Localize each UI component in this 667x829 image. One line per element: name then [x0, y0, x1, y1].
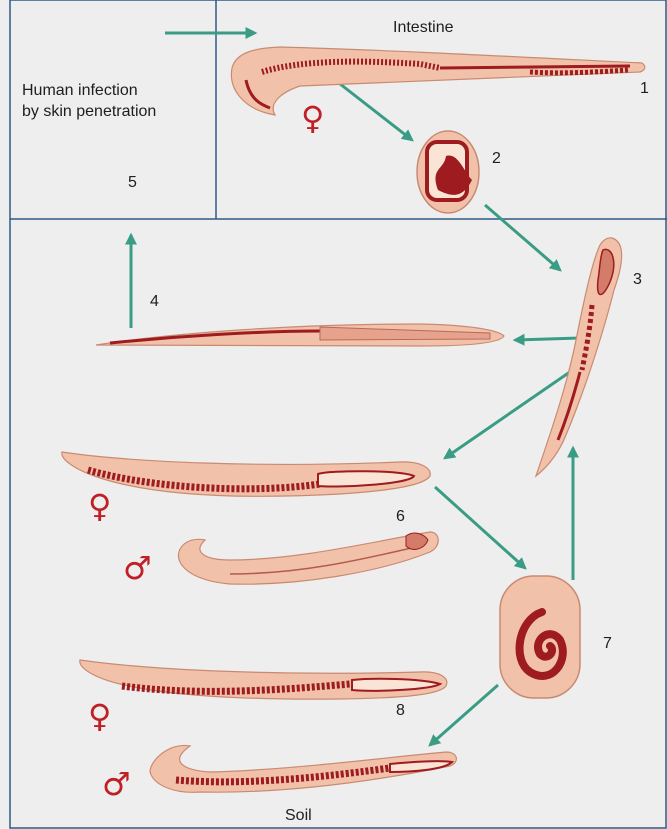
egg [417, 131, 479, 213]
stage-number-2: 2 [492, 150, 501, 168]
female-symbol-next-generation: ♀ [88, 700, 111, 732]
male-symbol-free-living: ♂ [123, 552, 152, 584]
stage-number-7: 7 [603, 635, 612, 653]
female-symbol-free-living: ♀ [88, 490, 111, 522]
stage-number-5: 5 [128, 174, 137, 192]
label-soil: Soil [285, 807, 312, 825]
arrow-soil-egg-to-next-generation [430, 685, 498, 745]
label-infection: Human infection by skin penetration [22, 80, 156, 122]
parasitic-female-worm [231, 47, 644, 115]
free-living-male-worm [178, 532, 438, 584]
filariform-larva [96, 324, 504, 346]
soil-egg [500, 576, 580, 698]
arrow-female-to-egg [335, 80, 412, 140]
stage-number-4: 4 [150, 293, 159, 311]
next-generation-female-worm [80, 660, 447, 699]
arrow-egg-to-rhabditiform [485, 205, 560, 270]
rhabditiform-larva [536, 238, 622, 476]
next-generation-male-worm [150, 745, 456, 792]
label-intestine: Intestine [393, 19, 453, 37]
stage-number-3: 3 [633, 271, 642, 289]
stage-number-6: 6 [396, 508, 405, 526]
female-symbol-intestine: ♀ [301, 102, 324, 134]
stage-number-1: 1 [640, 80, 649, 98]
arrow-rhabditiform-to-filariform [515, 338, 580, 340]
free-living-female-worm [62, 452, 430, 496]
stage-number-8: 8 [396, 702, 405, 720]
male-symbol-next-generation: ♂ [102, 768, 131, 800]
arrow-free-living-to-soil-egg [435, 487, 525, 568]
